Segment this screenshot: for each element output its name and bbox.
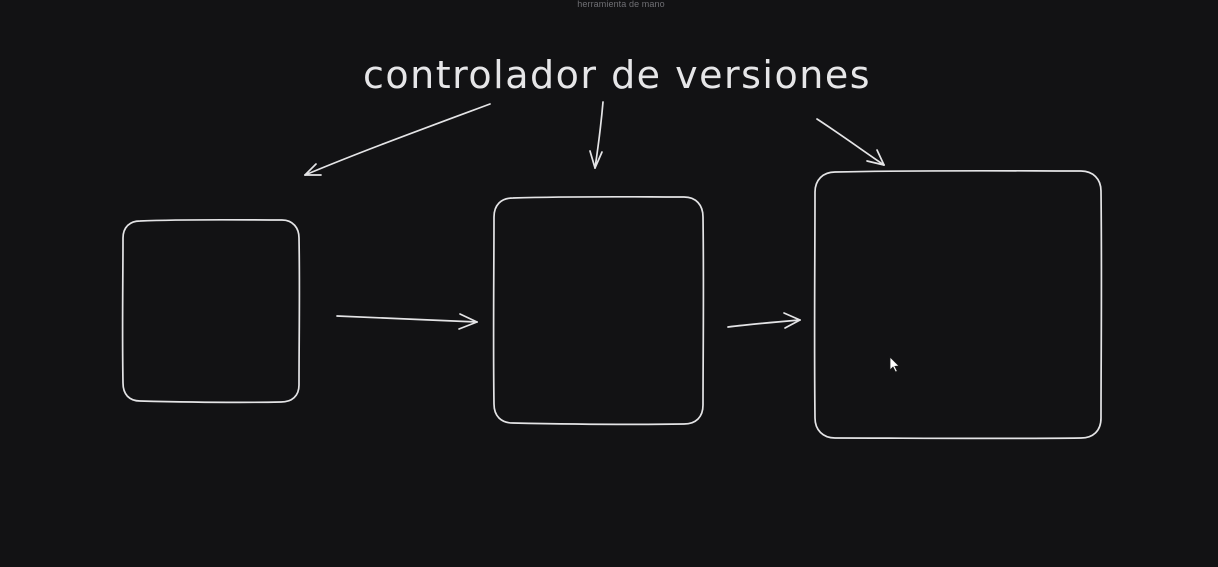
mouse-pointer-icon (889, 356, 900, 373)
arrow-version-1-to-version-2[interactable] (336, 313, 478, 330)
tool-hint-label: herramienta de mano (577, 0, 665, 9)
node-version-1[interactable] (121, 218, 301, 404)
arrow-title-to-version-1[interactable] (304, 103, 491, 176)
node-version-3[interactable] (813, 169, 1103, 440)
arrow-version-2-to-version-3[interactable] (727, 312, 801, 329)
node-version-2[interactable] (492, 195, 705, 426)
diagram-title[interactable]: controlador de versiones (363, 53, 871, 97)
arrow-title-to-version-3[interactable] (816, 118, 885, 166)
arrow-title-to-version-2[interactable] (589, 101, 604, 169)
